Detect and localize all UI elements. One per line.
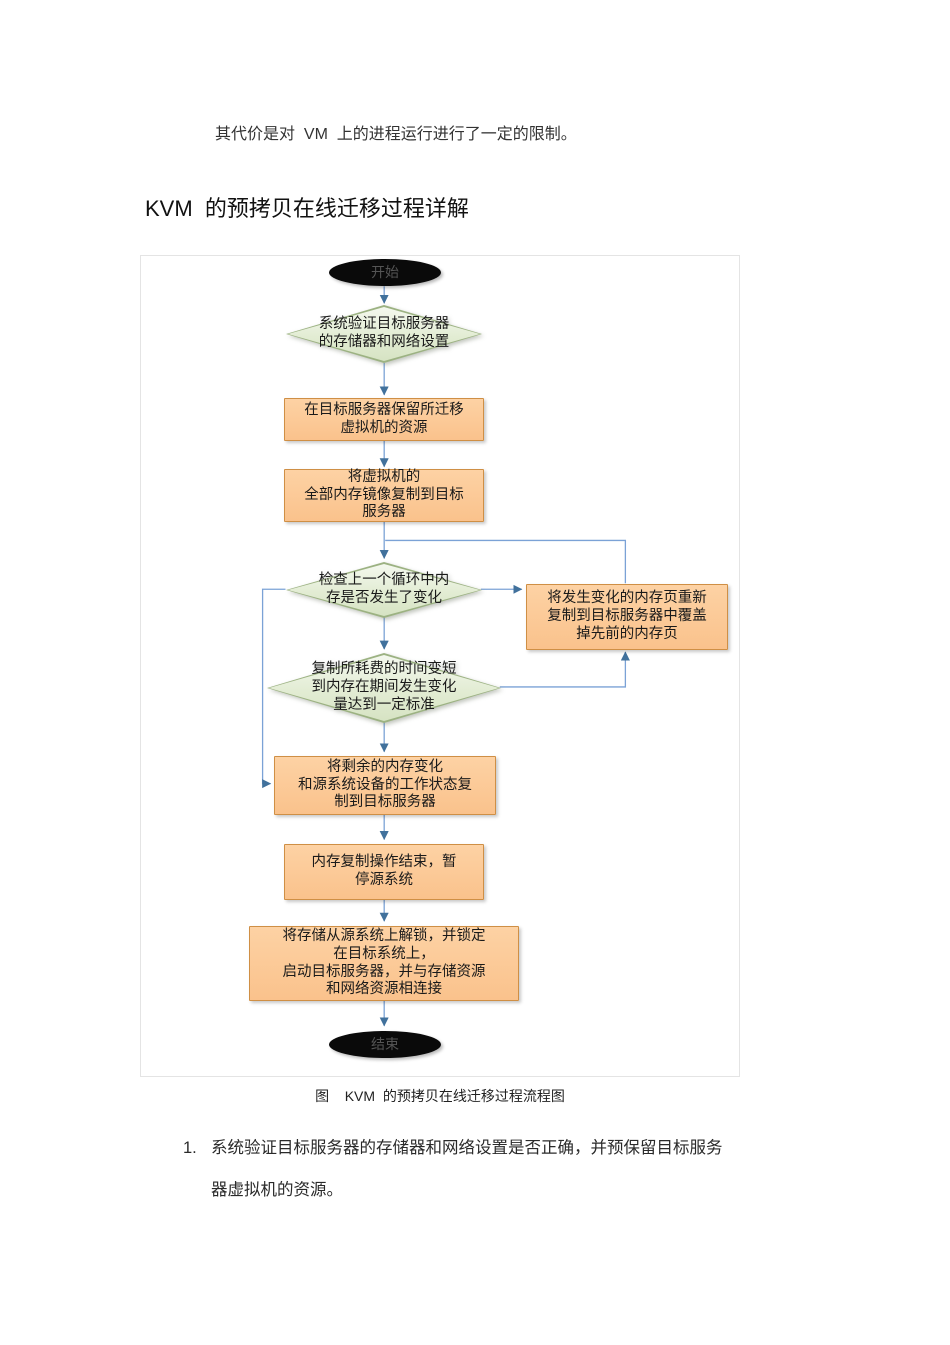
numbered-list-item: 1. 系统验证目标服务器的存储器和网络设置是否正确，并预保留目标服务 器虚拟机的… [183,1127,786,1211]
connector-check-no-to-copyrest [261,588,286,789]
terminal-end-node: 结束 [329,1031,441,1058]
process-pause-source: 内存复制操作结束，暂 停源系统 [284,844,484,900]
process-copy-remaining-state-label: 将剩余的内存变化 和源系统设备的工作状态复 制到目标服务器 [298,758,472,811]
process-pause-source-label: 内存复制操作结束，暂 停源系统 [311,854,457,888]
process-reserve-resources: 在目标服务器保留所迁移 虚拟机的资源 [284,398,484,441]
flowchart-figure: 开始 系统验证目标服务器 的存储器和网络设置 在目标服务器保留所迁移 虚拟机的资… [140,255,740,1077]
decision-copy-time-threshold: 复制所耗费的时间变短 到内存在期间发生变化 量达到一定标准 [267,653,501,723]
intro-paragraph: 其代价是对 VM 上的进程运行进行了一定的限制。 [215,126,577,143]
terminal-start-label: 开始 [371,263,399,280]
process-recopy-changed-pages-label: 将发生变化的内存页重新 复制到目标服务器中覆盖 掉先前的内存页 [547,590,707,642]
section-heading: KVM 的预拷贝在线迁移过程详解 [145,196,469,221]
flowchart-connectors [261,286,630,1027]
process-switch-storage-start-target-label: 将存储从源系统上解锁，并锁定 在目标系统上， 启动目标服务器，并与存储资源 和网… [282,928,486,998]
process-switch-storage-start-target: 将存储从源系统上解锁，并锁定 在目标系统上， 启动目标服务器，并与存储资源 和网… [249,926,519,1001]
process-copy-memory-image: 将虚拟机的 全部内存镜像复制到目标 服务器 [284,469,484,522]
process-copy-memory-image-label: 将虚拟机的 全部内存镜像复制到目标 服务器 [304,468,464,521]
connector-recopy-loopback [385,539,627,584]
decision-verify-settings: 系统验证目标服务器 的存储器和网络设置 [286,305,482,363]
decision-memory-changed-label: 检查上一个循环中内 存是否发生了变化 [318,572,450,606]
connector-threshold-to-recopy [499,651,630,688]
figure-caption: 图 KVM 的预拷贝在线迁移过程流程图 [315,1088,565,1104]
decision-memory-changed: 检查上一个循环中内 存是否发生了变化 [286,562,482,618]
process-copy-remaining-state: 将剩余的内存变化 和源系统设备的工作状态复 制到目标服务器 [274,756,496,815]
list-item-number: 1. [183,1139,197,1157]
list-item-text: 系统验证目标服务器的存储器和网络设置是否正确，并预保留目标服务 器虚拟机的资源。 [211,1139,723,1199]
decision-copy-time-threshold-label: 复制所耗费的时间变短 到内存在期间发生变化 量达到一定标准 [311,661,457,713]
process-recopy-changed-pages: 将发生变化的内存页重新 复制到目标服务器中覆盖 掉先前的内存页 [526,584,728,650]
decision-verify-settings-label: 系统验证目标服务器 的存储器和网络设置 [318,316,450,350]
process-reserve-resources-label: 在目标服务器保留所迁移 虚拟机的资源 [304,401,464,436]
terminal-end-label: 结束 [371,1035,399,1052]
terminal-start-node: 开始 [329,259,441,286]
